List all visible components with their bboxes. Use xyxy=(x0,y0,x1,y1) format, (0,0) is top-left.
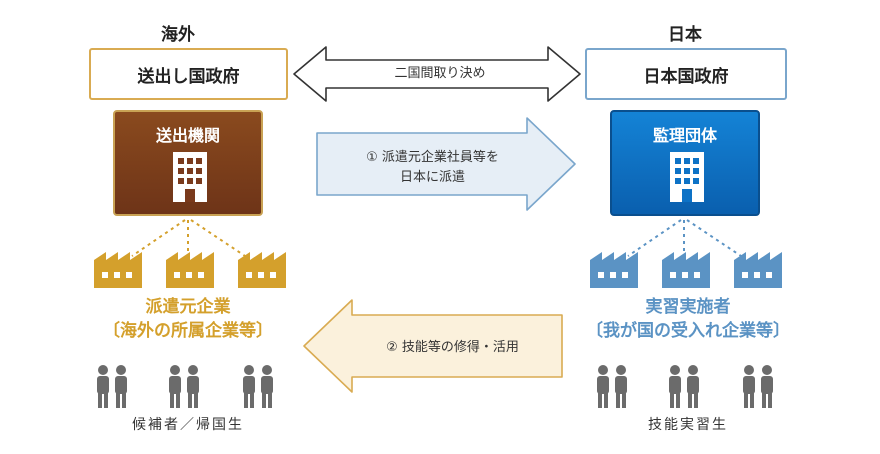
people-icon xyxy=(97,365,127,408)
bilateral-arrow xyxy=(293,46,581,102)
left-dotted-connectors xyxy=(131,219,246,257)
right-factories xyxy=(590,252,782,288)
overseas-heading: 海外 xyxy=(161,25,195,45)
factory-icon xyxy=(662,252,710,288)
dispatch-arrow xyxy=(316,117,576,211)
candidates-label: 候補者／帰国生 xyxy=(132,417,244,433)
sending-organization-label: 送出機関 xyxy=(155,126,220,145)
dispatching-company-subtitle: 〔海外の所属企業等〕 xyxy=(103,321,273,341)
left-people xyxy=(97,365,273,408)
people-icon xyxy=(243,365,273,408)
sending-government-box: 送出し国政府 xyxy=(89,48,288,100)
building-icon xyxy=(670,152,704,202)
people-icon xyxy=(169,365,199,408)
people-icon xyxy=(597,365,627,408)
japan-heading: 日本 xyxy=(668,25,702,45)
factory-icon xyxy=(94,252,142,288)
building-icon xyxy=(173,152,207,202)
factory-icon xyxy=(734,252,782,288)
sending-organization-box: 送出機関 xyxy=(113,110,263,216)
factory-icon xyxy=(238,252,286,288)
skills-arrow xyxy=(303,299,563,393)
bilateral-agreement-label: 二国間取り決め xyxy=(394,66,486,81)
factory-icon xyxy=(166,252,214,288)
factory-icon xyxy=(590,252,638,288)
dispatch-label-line2: 日本に派遣 xyxy=(399,170,465,185)
dispatching-company-title: 派遣元企業 xyxy=(145,297,231,317)
right-people xyxy=(597,365,773,408)
people-icon xyxy=(743,365,773,408)
implementing-organization-subtitle: 〔我が国の受入れ企業等〕 xyxy=(586,321,790,341)
supervising-organization-label: 監理団体 xyxy=(652,126,717,145)
left-factories xyxy=(94,252,286,288)
skills-label: ② 技能等の修得・活用 xyxy=(386,340,519,355)
japan-government-box: 日本国政府 xyxy=(585,48,787,100)
supervising-organization-box: 監理団体 xyxy=(610,110,760,216)
people-icon xyxy=(669,365,699,408)
trainees-label: 技能実習生 xyxy=(648,417,728,433)
right-dotted-connectors xyxy=(627,219,742,257)
implementing-organization-title: 実習実施者 xyxy=(645,297,731,317)
dispatch-label-line1: ① 派遣元企業社員等を xyxy=(366,150,499,165)
